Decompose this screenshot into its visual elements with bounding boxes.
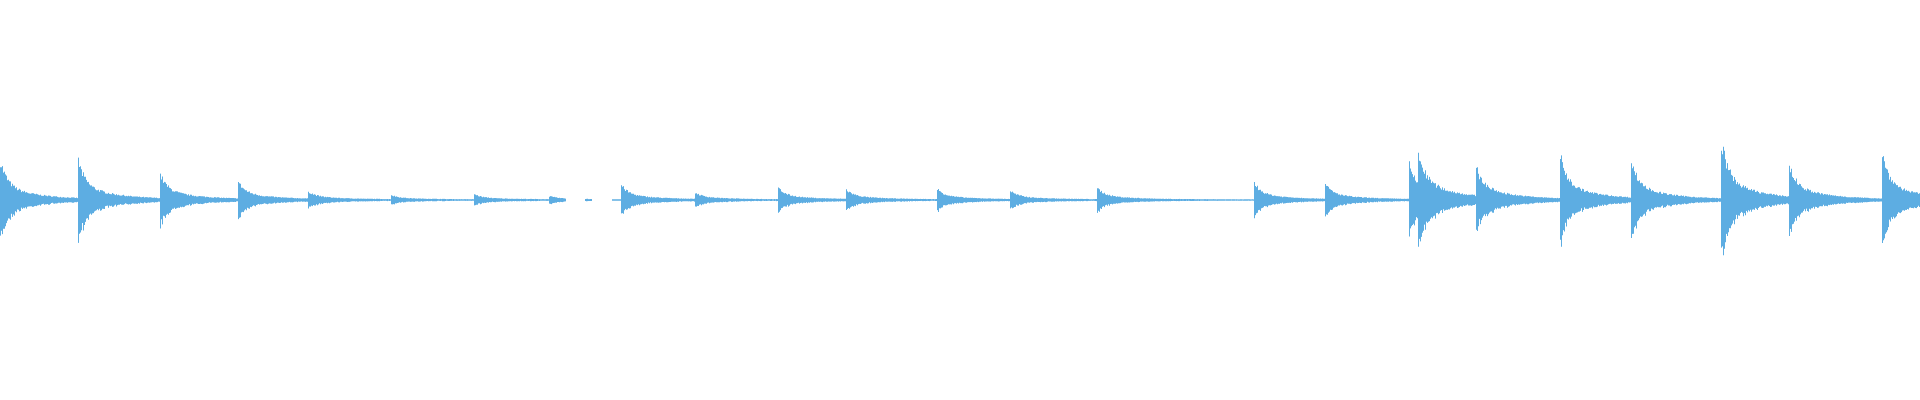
waveform-shape <box>0 146 1920 256</box>
